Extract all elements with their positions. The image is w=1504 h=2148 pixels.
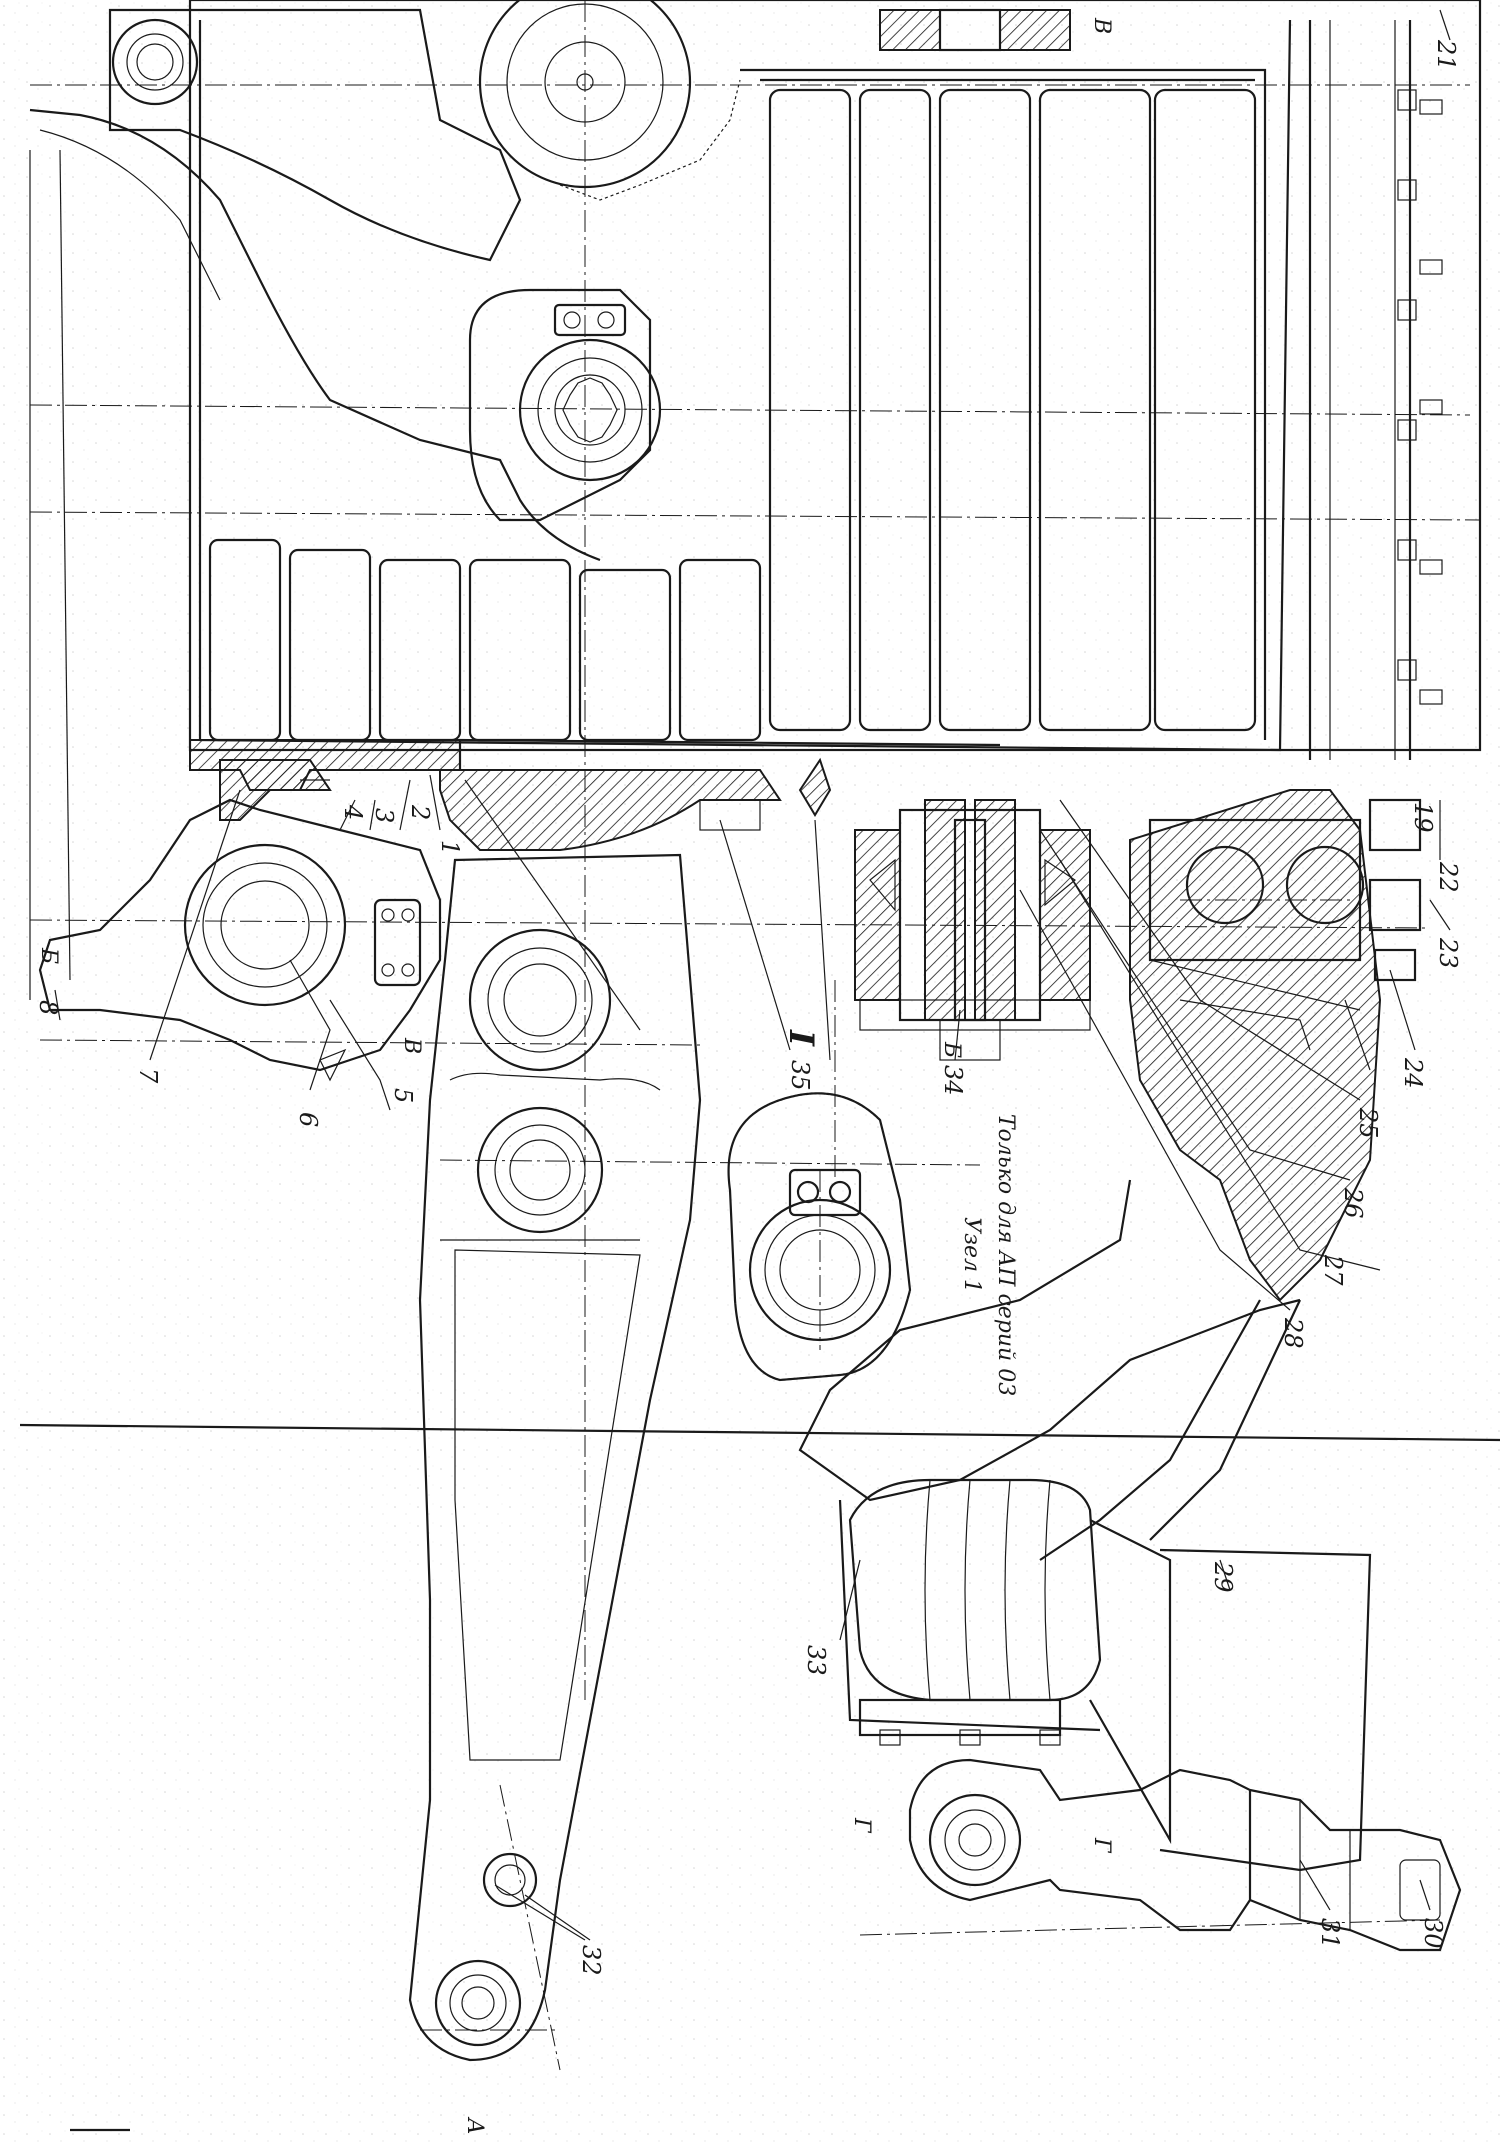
central-bearing-unit	[854, 799, 1091, 1061]
detail-note-subtitle: Только для АП серий 03	[993, 1114, 1018, 1396]
main-body	[29, 0, 1482, 1000]
view-marks: Б В Б В Г Г А I	[36, 17, 1114, 2135]
callout-28: 28	[1279, 1317, 1307, 1349]
section-mark-g: Г	[849, 1817, 874, 1834]
section-mark-v: В	[399, 1037, 424, 1054]
callout-22: 22	[1434, 861, 1462, 893]
callout-27: 27	[1319, 1254, 1347, 1286]
section-mark-v2: В	[1089, 17, 1114, 34]
callout-4: 4	[339, 804, 367, 820]
callout-33: 33	[802, 1645, 830, 1676]
callout-6: 6	[294, 1112, 322, 1127]
section-mark-g2: Г	[1089, 1837, 1114, 1854]
node-mark-i: I	[781, 1029, 821, 1047]
callout-30: 30	[1419, 1918, 1447, 1949]
callout-26: 26	[1339, 1187, 1367, 1219]
callout-34: 34	[939, 1065, 967, 1096]
callout-29: 29	[1209, 1561, 1237, 1593]
section-mark-a: А	[462, 2116, 487, 2135]
callout-35: 35	[786, 1060, 814, 1091]
callout-8: 8	[34, 1000, 62, 1015]
callout-31: 31	[1316, 1918, 1344, 1949]
left-pivot-bracket	[38, 798, 442, 1082]
cross-section-left	[189, 738, 1001, 851]
lever-arm	[408, 853, 702, 2062]
callout-23: 23	[1434, 937, 1462, 969]
leader-lines	[54, 9, 1451, 1941]
callout-32: 32	[577, 1945, 605, 1976]
strut-assembly	[798, 1179, 1462, 1952]
callout-21: 21	[1432, 39, 1460, 71]
callout-1: 1	[436, 840, 464, 855]
right-housing	[1129, 789, 1422, 1302]
detail-node-1	[727, 1092, 912, 1382]
callout-19: 19	[1409, 802, 1437, 833]
callout-25: 25	[1354, 1107, 1382, 1139]
callout-3: 3	[370, 808, 398, 823]
detail-note-title: Узел 1	[959, 1217, 984, 1293]
callout-2: 2	[406, 804, 434, 820]
callout-7: 7	[134, 1068, 162, 1084]
section-mark-b: Б	[36, 947, 61, 964]
section-mark-b2: Б	[939, 1041, 964, 1058]
callouts: 1 2 3 4 5 6 7 8 19 21 22 23 24 25 26 27 …	[34, 39, 1462, 1976]
break-line	[19, 1423, 1501, 1442]
detail-note: Узел 1 Только для АП серий 03	[959, 1114, 1018, 1396]
callout-5: 5	[389, 1088, 417, 1103]
callout-24: 24	[1399, 1057, 1427, 1089]
